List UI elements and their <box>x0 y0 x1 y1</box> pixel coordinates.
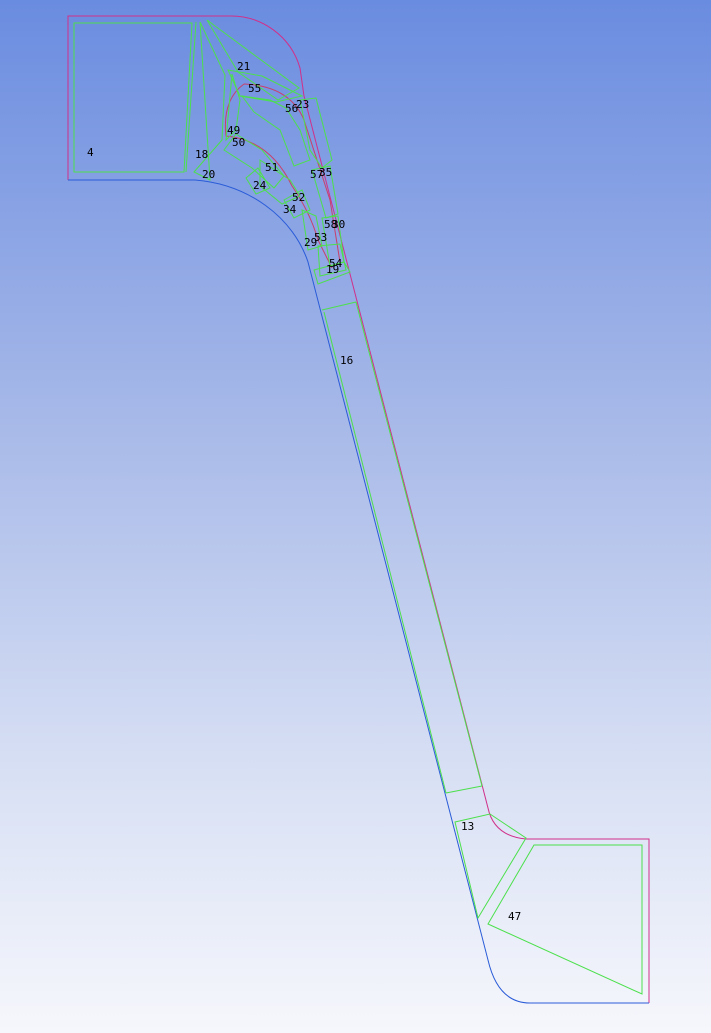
zone-label[interactable]: 57 <box>310 168 323 181</box>
zone-label[interactable]: 52 <box>292 191 305 204</box>
zone-label[interactable]: 55 <box>248 82 261 95</box>
zone-label[interactable]: 13 <box>461 820 474 833</box>
zone-label[interactable]: 53 <box>314 231 327 244</box>
zone-label[interactable]: 56 <box>285 102 298 115</box>
zone-label[interactable]: 29 <box>304 236 317 249</box>
zone-label[interactable]: 49 <box>227 124 240 137</box>
zone-label[interactable]: 19 <box>326 263 339 276</box>
zone-label[interactable]: 24 <box>253 179 267 192</box>
zone-label[interactable]: 35 <box>319 166 332 179</box>
zone-label[interactable]: 54 <box>329 257 343 270</box>
zone-label[interactable]: 51 <box>265 161 278 174</box>
zone-label[interactable]: 20 <box>202 168 215 181</box>
zone-label[interactable]: 34 <box>283 203 297 216</box>
outer-boundary-right <box>303 95 650 1003</box>
zone-label[interactable]: 16 <box>340 354 353 367</box>
inner-boundary <box>68 179 649 1004</box>
zone-label[interactable]: 47 <box>508 910 521 923</box>
outer-boundary-top <box>67 15 305 180</box>
zone-labels: 4 21 55 56 23 49 50 18 20 51 24 57 35 52… <box>87 60 521 923</box>
zone-label[interactable]: 18 <box>195 148 208 161</box>
zone-label[interactable]: 50 <box>232 136 245 149</box>
face-edges-leg <box>321 301 483 794</box>
channel-curve <box>224 83 333 269</box>
zone-label[interactable]: 4 <box>87 146 94 159</box>
face-edges-foot <box>454 813 643 995</box>
face-edges-upper <box>73 19 351 285</box>
zone-label[interactable]: 21 <box>237 60 250 73</box>
zone-label[interactable]: 30 <box>332 218 345 231</box>
zone-label[interactable]: 58 <box>324 218 337 231</box>
zone-label[interactable]: 23 <box>296 98 309 111</box>
